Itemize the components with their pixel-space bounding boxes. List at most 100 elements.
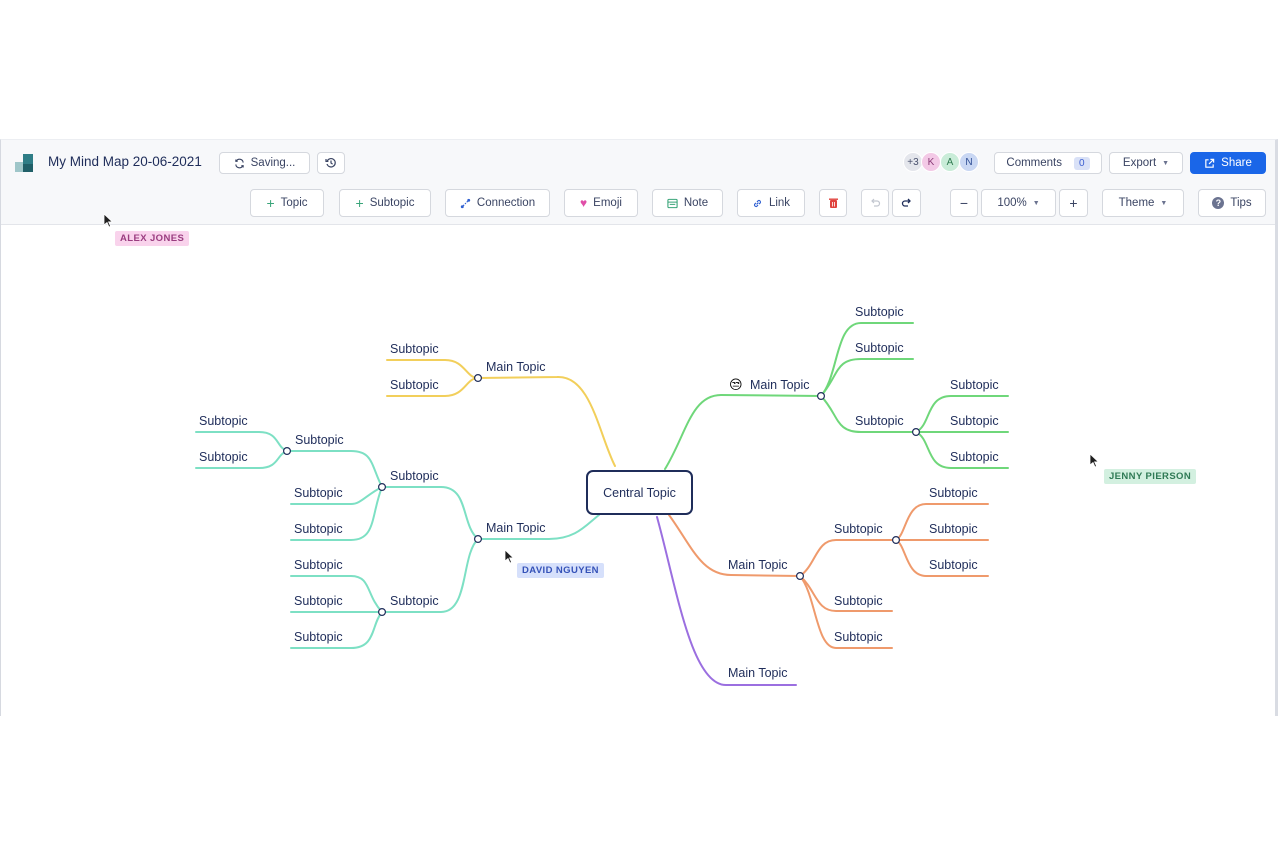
export-label: Export bbox=[1122, 157, 1157, 169]
collaborators-overflow-avatar[interactable]: +3 bbox=[903, 152, 923, 172]
zoom-out-button[interactable]: − bbox=[950, 189, 978, 217]
plus-icon: + bbox=[1069, 195, 1078, 211]
subtopic-label[interactable]: Subtopic bbox=[294, 522, 343, 536]
collaborator-cursor-icon bbox=[1090, 454, 1100, 468]
plus-icon: + bbox=[355, 195, 364, 211]
orange-branch-connectors bbox=[668, 503, 989, 649]
subtopic-label[interactable]: Subtopic bbox=[390, 469, 439, 483]
main-topic-label[interactable]: Main Topic bbox=[728, 558, 788, 572]
share-button[interactable]: Share bbox=[1190, 152, 1266, 174]
connection-label: Connection bbox=[476, 197, 536, 209]
main-topic-label[interactable]: Main Topic bbox=[728, 666, 788, 680]
subtopic-label[interactable]: Subtopic bbox=[834, 594, 883, 608]
chevron-down-icon: ▼ bbox=[1032, 199, 1040, 207]
redo-button[interactable] bbox=[892, 189, 921, 217]
zoom-in-button[interactable]: + bbox=[1059, 189, 1088, 217]
subtopic-label[interactable]: Subtopic bbox=[950, 414, 999, 428]
theme-button[interactable]: Theme ▼ bbox=[1102, 189, 1184, 217]
subtopic-label[interactable]: Subtopic bbox=[199, 414, 248, 428]
add-connection-button[interactable]: Connection bbox=[445, 189, 550, 217]
subtopic-label[interactable]: Subtopic bbox=[929, 558, 978, 572]
purple-branch-connectors bbox=[656, 516, 797, 686]
emoji-icon: 😒 bbox=[729, 377, 743, 392]
avatar[interactable]: A bbox=[940, 152, 960, 172]
subtopic-label[interactable]: Subtopic bbox=[950, 450, 999, 464]
collaborator-cursor-icon bbox=[104, 214, 114, 228]
central-topic-label: Central Topic bbox=[603, 486, 676, 500]
subtopic-label[interactable]: Subtopic bbox=[390, 594, 439, 608]
share-label: Share bbox=[1221, 157, 1252, 169]
minus-icon: − bbox=[959, 195, 969, 211]
link-label: Link bbox=[768, 197, 791, 209]
subtopic-label[interactable]: Subtopic bbox=[834, 630, 883, 644]
plus-icon: + bbox=[266, 195, 275, 211]
note-icon bbox=[667, 198, 678, 208]
theme-label: Theme bbox=[1118, 197, 1155, 209]
link-icon bbox=[753, 199, 761, 207]
history-icon bbox=[325, 157, 336, 168]
subtopic-label[interactable]: Subtopic bbox=[855, 341, 904, 355]
subtopic-label[interactable]: Subtopic bbox=[294, 486, 343, 500]
tips-label: Tips bbox=[1230, 197, 1252, 209]
subtopic-label[interactable]: Subtopic bbox=[950, 378, 999, 392]
main-topic-label[interactable]: Main Topic bbox=[486, 360, 546, 374]
subtopic-label[interactable]: Subtopic bbox=[294, 558, 343, 572]
app-window: My Mind Map 20-06-2021 Saving... +3 K A … bbox=[0, 139, 1278, 716]
subtopic-label[interactable]: Subtopic bbox=[294, 594, 343, 608]
external-link-icon bbox=[1205, 158, 1215, 168]
subtopic-label[interactable]: Subtopic bbox=[294, 630, 343, 644]
tips-button[interactable]: ? Tips bbox=[1198, 189, 1266, 217]
green-branch-connectors bbox=[664, 322, 1009, 470]
subtopic-label[interactable]: Subtopic bbox=[855, 414, 904, 428]
cursor-label-alex: ALEX JONES bbox=[115, 231, 190, 246]
subtopic-label[interactable]: Subtopic bbox=[390, 378, 439, 392]
comments-label: Comments bbox=[1006, 157, 1063, 169]
zoom-select[interactable]: 100% ▼ bbox=[981, 189, 1056, 217]
add-subtopic-button[interactable]: + Subtopic bbox=[339, 189, 431, 217]
chevron-down-icon: ▼ bbox=[1162, 159, 1170, 167]
yellow-branch-connectors bbox=[386, 359, 616, 467]
emoji-label: Emoji bbox=[593, 197, 622, 209]
saving-label: Saving... bbox=[250, 157, 296, 169]
redo-icon bbox=[901, 198, 911, 207]
comments-count-badge: 0 bbox=[1074, 156, 1090, 170]
emoji-button[interactable]: ♥ Emoji bbox=[564, 189, 638, 217]
zoom-value: 100% bbox=[997, 197, 1027, 209]
collaborator-cursor-icon bbox=[505, 550, 515, 564]
subtopic-label[interactable]: Subtopic bbox=[929, 486, 978, 500]
mindmap-canvas[interactable]: Central Topic Main Topic Subtopic Subtop… bbox=[1, 214, 1275, 716]
trash-icon bbox=[828, 198, 838, 208]
mindmap-svg[interactable]: Central Topic Main Topic Subtopic Subtop… bbox=[1, 225, 1275, 716]
add-topic-button[interactable]: + Topic bbox=[250, 189, 324, 217]
toolbar: + Topic + Subtopic Connection ♥ Emoji No… bbox=[1, 184, 1275, 225]
main-topic-label[interactable]: Main Topic bbox=[750, 378, 810, 392]
subtopic-label[interactable]: Subtopic bbox=[834, 522, 883, 536]
junction-dots bbox=[283, 374, 920, 617]
saving-status-button[interactable]: Saving... bbox=[219, 152, 310, 174]
main-topic-label[interactable]: Main Topic bbox=[486, 521, 546, 535]
note-button[interactable]: Note bbox=[652, 189, 723, 217]
subtopic-label[interactable]: Subtopic bbox=[199, 450, 248, 464]
undo-button[interactable] bbox=[861, 189, 889, 217]
connection-icon bbox=[460, 198, 471, 208]
cursor-label-david: DAVID NGUYEN bbox=[517, 563, 604, 578]
cursor-label-jenny: JENNY PIERSON bbox=[1104, 469, 1197, 484]
link-button[interactable]: Link bbox=[737, 189, 805, 217]
delete-button[interactable] bbox=[819, 189, 847, 217]
subtopic-label[interactable]: Subtopic bbox=[295, 433, 344, 447]
avatar[interactable]: N bbox=[959, 152, 979, 172]
subtopic-label[interactable]: Subtopic bbox=[929, 522, 978, 536]
chevron-down-icon: ▼ bbox=[1160, 199, 1168, 207]
avatar[interactable]: K bbox=[921, 152, 941, 172]
subtopic-label[interactable]: Subtopic bbox=[855, 305, 904, 319]
export-button[interactable]: Export ▼ bbox=[1109, 152, 1183, 174]
topic-label: Topic bbox=[280, 197, 308, 209]
central-topic-node[interactable]: Central Topic bbox=[586, 470, 693, 515]
app-logo-icon[interactable] bbox=[15, 154, 35, 172]
document-title[interactable]: My Mind Map 20-06-2021 bbox=[48, 154, 202, 169]
sync-icon bbox=[234, 158, 244, 168]
teal-branch-connectors bbox=[195, 431, 600, 649]
comments-button[interactable]: Comments 0 bbox=[994, 152, 1102, 174]
subtopic-label[interactable]: Subtopic bbox=[390, 342, 439, 356]
history-button[interactable] bbox=[317, 152, 345, 174]
